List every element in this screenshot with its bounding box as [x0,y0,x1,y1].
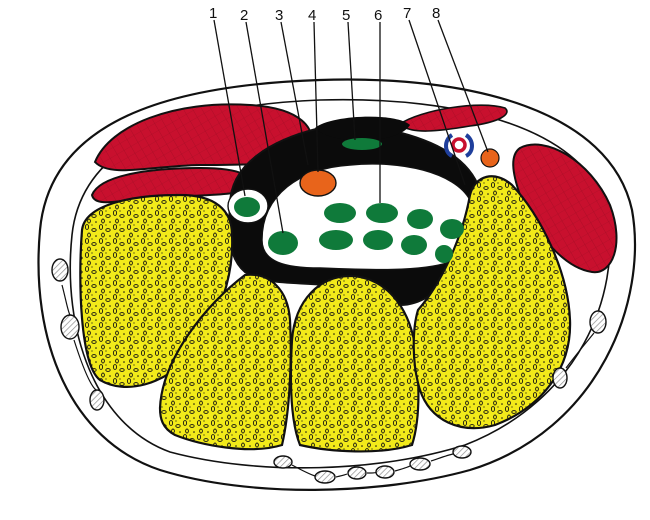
vessel-11 [590,311,606,333]
tendon-7 [319,230,353,250]
median-nerve [300,170,336,196]
vessel-6 [348,467,366,479]
tendon-5 [407,209,433,229]
tendon-2 [268,231,298,255]
vessel-2 [61,315,79,339]
tendon-1 [234,197,260,217]
tendon-9 [401,235,427,255]
vessel-9 [453,446,471,458]
tendon-palmaris [342,138,382,150]
label-2: 2 [240,7,248,24]
label-8: 8 [432,5,440,22]
vessel-1 [52,259,68,281]
ulnar-artery [453,139,465,151]
vessel-7 [376,466,394,478]
tendon-6 [440,219,464,239]
vessel-4 [274,456,292,468]
vessel-8 [410,458,430,470]
label-7: 7 [403,5,411,22]
tendon-3 [324,203,356,223]
tendon-8 [363,230,393,250]
label-5: 5 [342,7,350,24]
vessel-10 [553,368,567,388]
tendon-4 [366,203,398,223]
label-3: 3 [275,7,283,24]
vessel-5 [315,471,335,483]
yellow-bone-3 [291,276,418,451]
vessel-3 [90,390,104,410]
label-1: 1 [209,5,217,22]
label-6: 6 [374,7,382,24]
tendon-10 [435,245,453,263]
ulnar-nerve [481,149,499,167]
label-4: 4 [308,7,316,24]
